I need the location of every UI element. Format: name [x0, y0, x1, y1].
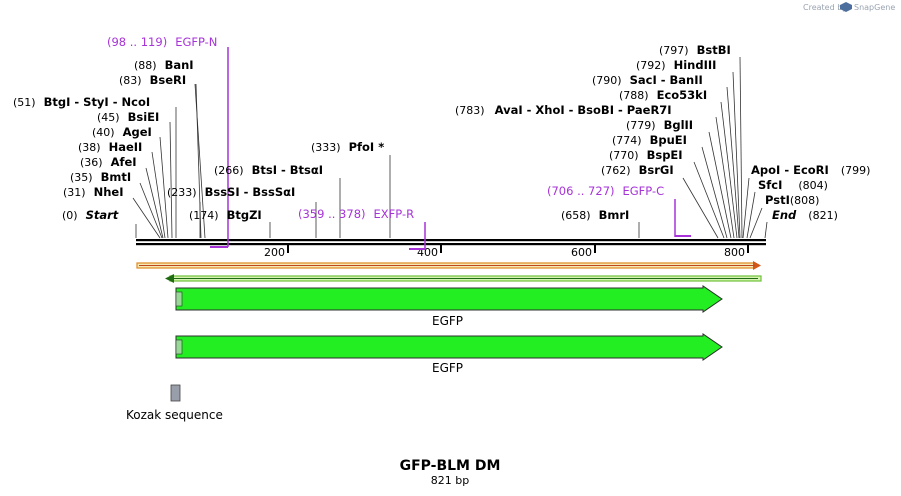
site-label: (774)BpuEI [612, 133, 687, 147]
site-label: (88)BanI [134, 58, 194, 72]
tick-label: 800 [724, 246, 745, 259]
tick-label: 400 [417, 246, 438, 259]
site-label: SfcI(804) [758, 178, 828, 192]
site-label: (233)BssSI - BssSαI [167, 185, 295, 199]
site-label: ApoI - EcoRI(799) [751, 163, 870, 177]
site-label: PstIPstI(808) [765, 193, 819, 207]
site-label: (788)Eco53kI [619, 88, 707, 102]
site-label: (797)BstBI [659, 43, 731, 57]
site-label: (266)BtsI - BtsαI [214, 163, 323, 177]
primer-label-egfp-n: (98 .. 119)EGFP-N [107, 35, 217, 49]
primer-label-egfp-c: (706 .. 727)EGFP-C [547, 184, 664, 198]
primer-egfp-c[interactable] [674, 199, 691, 237]
site-label: (40)AgeI [92, 125, 152, 139]
site-label: (35)BmtI [70, 170, 131, 184]
site-leader-lines [132, 56, 768, 239]
primer-egfp-n[interactable] [210, 47, 229, 248]
site-label: (51)BtgI - StyI - NcoI [13, 95, 150, 109]
primer-exfp-r[interactable] [409, 222, 426, 250]
site-label: (779)BglII [626, 118, 693, 132]
site-label: (38)HaeII [78, 140, 142, 154]
site-label: (333)PfoI * [311, 140, 384, 154]
site-label: (174)BtgZI [189, 208, 262, 222]
tick-label: 600 [571, 246, 592, 259]
map-title: GFP-BLM DM [400, 458, 501, 474]
ruler-ticks [287, 245, 749, 253]
dna-backbone [136, 239, 766, 246]
site-label: (790)SacI - BanII [592, 73, 703, 87]
snapgene-logo-icon [840, 2, 852, 12]
site-label: (762)BsrGI [601, 163, 674, 177]
site-label: (36)AfeI [80, 155, 137, 169]
tick-label: 200 [264, 246, 285, 259]
sequence-length: 821 bp [431, 474, 469, 487]
egfp-feature-label: EGFP [432, 361, 463, 375]
kozak-sequence-label: Kozak sequence [126, 408, 223, 422]
site-label: (45)BsiEI [97, 110, 159, 124]
site-label: (783)AvaI - XhoI - BsoBI - PaeR7I [455, 103, 672, 117]
site-label-end: End(821) [772, 208, 838, 222]
primer-label-exfp-r: (359 .. 378)EXFP-R [298, 207, 414, 221]
site-label: (83)BseRI [119, 73, 186, 87]
site-label: (792)HindIII [636, 58, 716, 72]
site-label: (31)NheI [63, 185, 123, 199]
egfp-feature-arrow[interactable] [175, 285, 723, 313]
kozak-sequence-feature[interactable] [170, 384, 181, 402]
brand-text: SnapGene [854, 3, 895, 12]
credit-text: Created by [803, 3, 847, 12]
orf-forward[interactable] [136, 261, 761, 270]
egfp-feature-arrow[interactable] [175, 333, 723, 361]
site-label: (658)BmrI [561, 208, 629, 222]
site-label: (770)BspEI [609, 148, 683, 162]
site-label-start: (0)Start [62, 208, 119, 222]
orf-reverse[interactable] [165, 274, 762, 283]
egfp-feature-label: EGFP [432, 314, 463, 328]
